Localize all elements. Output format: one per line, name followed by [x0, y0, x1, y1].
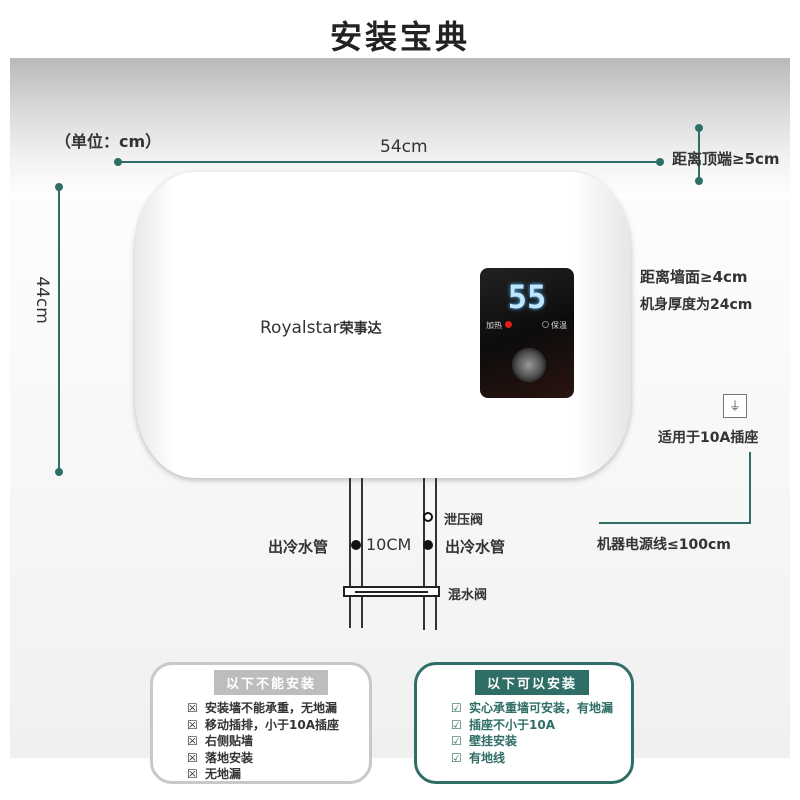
thickness-label: 机身厚度为24cm [640, 297, 753, 313]
cross-box-icon: ☒ [187, 717, 198, 732]
dim-dot [114, 158, 122, 166]
top-clearance-line [698, 128, 700, 181]
list-item: ☒ 移动插排，小于10A插座 [187, 717, 339, 734]
width-label: 54cm [380, 137, 428, 157]
brand-name: Royalstar [260, 318, 340, 338]
power-cable-line [599, 522, 751, 524]
list-item: ☑ 有地线 [451, 750, 613, 767]
list-item: ☒ 安装墙不能承重，无地漏 [187, 700, 339, 717]
height-label: 44cm [31, 276, 52, 324]
item-text: 实心承重墙可安装，有地漏 [469, 701, 614, 715]
item-text: 壁挂安装 [469, 734, 518, 748]
list-item: ☒ 落地安装 [187, 750, 339, 767]
item-text: 有地线 [469, 750, 506, 765]
item-text: 插座不小于10A [469, 717, 555, 732]
cannot-install-list: ☒ 安装墙不能承重，无地漏 ☒ 移动插排，小于10A插座 ☒ 右侧贴墙 ☒ 落地安装 ☒… [187, 700, 339, 783]
dim-dot [695, 124, 703, 132]
item-text: 右侧贴墙 [205, 734, 254, 748]
list-item: ☑ 壁挂安装 [451, 733, 613, 750]
can-install-header: 以下可以安装 [475, 670, 590, 695]
check-box-icon: ☑ [451, 750, 462, 765]
list-item: ☒ 无地漏 [187, 766, 339, 783]
dim-dot [55, 468, 63, 476]
heat-label: 加热 [486, 321, 502, 330]
mixing-valve-label: 混水阀 [448, 588, 488, 603]
pipe-spacing-label: 10CM [366, 535, 412, 554]
power-cable-line [749, 452, 751, 524]
width-dimension-line [118, 161, 660, 163]
can-install-list: ☑ 实心承重墙可安装，有地漏 ☑ 插座不小于10A ☑ 壁挂安装 ☑ 有地线 [451, 700, 613, 766]
relief-valve-icon [423, 512, 433, 522]
keep-warm-indicator-icon [542, 321, 549, 328]
check-box-icon: ☑ [451, 717, 462, 732]
pipe-marker-icon [351, 540, 361, 550]
cannot-install-box: 以下不能安装 ☒ 安装墙不能承重，无地漏 ☒ 移动插排，小于10A插座 ☒ 右侧贴墙 … [150, 662, 372, 784]
cross-box-icon: ☒ [187, 750, 198, 765]
cold-pipe [349, 478, 351, 628]
item-text: 移动插排，小于10A插座 [205, 717, 339, 732]
pipe-marker-icon [423, 540, 433, 550]
item-text: 安装墙不能承重，无地漏 [205, 701, 338, 715]
list-item: ☑ 实心承重墙可安装，有地漏 [451, 700, 613, 717]
check-box-icon: ☑ [451, 701, 462, 715]
cannot-install-header: 以下不能安装 [214, 670, 329, 695]
dim-dot [656, 158, 664, 166]
wall-clearance-label: 距离墙面≥4cm [640, 268, 748, 286]
cross-box-icon: ☒ [187, 734, 198, 748]
control-panel: 55 加热 保温 [480, 268, 574, 398]
page-title: 安装宝典 [329, 18, 470, 56]
mixing-valve-icon [343, 586, 440, 597]
list-item: ☑ 插座不小于10A [451, 717, 613, 734]
list-item: ☒ 右侧贴墙 [187, 733, 339, 750]
relief-valve-label: 泄压阀 [444, 513, 484, 528]
keep-warm-label: 保温 [551, 321, 567, 330]
cold-out-label: 出冷水管 [268, 538, 329, 556]
height-dimension-line [58, 187, 60, 472]
top-clearance-label: 距离顶端≥5cm [672, 150, 780, 168]
brand-logo: Royalstar荣事达 [260, 318, 382, 338]
can-install-box: 以下可以安装 ☑ 实心承重墙可安装，有地漏 ☑ 插座不小于10A ☑ 壁挂安装 ☑ 有地… [414, 662, 634, 784]
item-text: 无地漏 [205, 767, 242, 781]
hot-pipe [435, 478, 437, 630]
socket-label: 适用于10A插座 [658, 430, 759, 446]
cross-box-icon: ☒ [187, 767, 198, 781]
control-knob[interactable] [512, 348, 546, 382]
dim-dot [695, 177, 703, 185]
dim-dot [55, 183, 63, 191]
cross-box-icon: ☒ [187, 701, 198, 715]
temperature-display: 55 [507, 278, 547, 316]
hot-pipe [423, 478, 425, 630]
check-box-icon: ☑ [451, 734, 462, 748]
cold-pipe [361, 478, 363, 628]
heat-indicator-icon [505, 321, 512, 328]
item-text: 落地安装 [205, 750, 254, 765]
brand-name-cn: 荣事达 [339, 321, 382, 337]
power-cable-label: 机器电源线≤100cm [597, 537, 731, 553]
hot-out-label: 出冷水管 [445, 538, 506, 556]
socket-icon: ⏚ [723, 394, 747, 418]
unit-note: （单位：cm） [55, 132, 162, 151]
